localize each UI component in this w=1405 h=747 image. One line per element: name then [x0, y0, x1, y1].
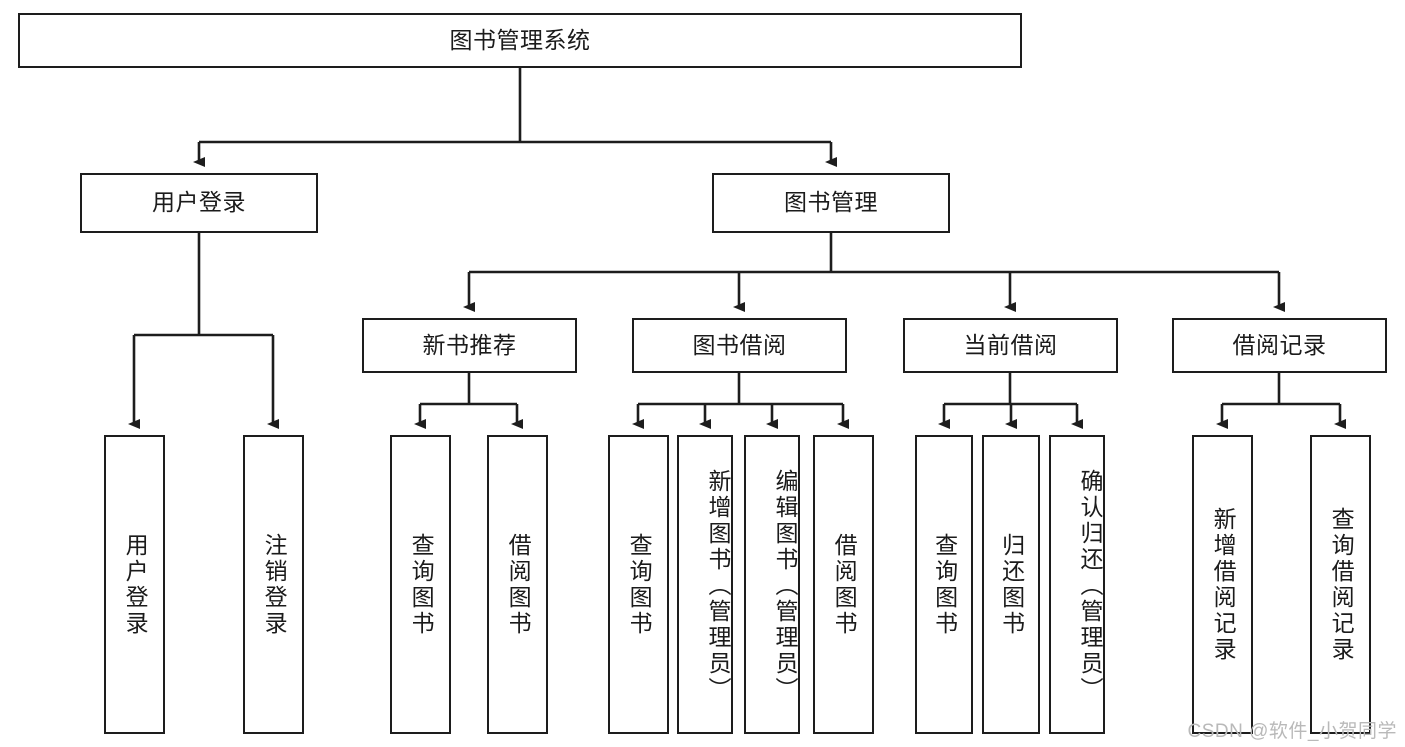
node-leaf-borrow-book-2[interactable]: 借阅图书 [813, 435, 874, 734]
node-leaf-query-book-1-label: 查询图书 [408, 532, 435, 637]
node-leaf-user-login-label: 用户登录 [122, 532, 149, 637]
node-book-borrow-label: 图书借阅 [692, 331, 787, 358]
node-book-borrow[interactable]: 图书借阅 [632, 318, 847, 373]
node-leaf-logout-label: 注销登录 [261, 532, 288, 637]
node-current-borrow[interactable]: 当前借阅 [903, 318, 1118, 373]
node-leaf-query-record[interactable]: 查询借阅记录 [1310, 435, 1371, 734]
node-current-borrow-label: 当前借阅 [963, 331, 1058, 358]
node-leaf-query-book-2[interactable]: 查询图书 [608, 435, 669, 734]
node-leaf-query-record-label: 查询借阅记录 [1328, 506, 1355, 663]
node-leaf-add-record-label: 新增借阅记录 [1210, 506, 1237, 663]
node-leaf-confirm-return[interactable]: 确认归还（管理员） [1049, 435, 1105, 734]
watermark-text: CSDN @软件_小贺同学 [1187, 721, 1397, 742]
node-leaf-query-book-1[interactable]: 查询图书 [390, 435, 451, 734]
node-user-login[interactable]: 用户登录 [80, 173, 318, 233]
node-leaf-borrow-book-1[interactable]: 借阅图书 [487, 435, 548, 734]
node-leaf-user-login[interactable]: 用户登录 [104, 435, 165, 734]
node-leaf-query-book-2-label: 查询图书 [626, 532, 653, 637]
node-user-login-label: 用户登录 [152, 189, 246, 216]
node-leaf-add-book-label: 新增图书（管理员） [705, 468, 731, 703]
node-root-label: 图书管理系统 [449, 26, 591, 53]
node-new-book-rec-label: 新书推荐 [422, 331, 517, 358]
node-borrow-record[interactable]: 借阅记录 [1172, 318, 1387, 373]
node-leaf-confirm-return-label: 确认归还（管理员） [1077, 468, 1103, 703]
node-leaf-return-book[interactable]: 归还图书 [982, 435, 1040, 734]
node-leaf-add-book[interactable]: 新增图书（管理员） [677, 435, 733, 734]
node-leaf-logout[interactable]: 注销登录 [243, 435, 304, 734]
node-leaf-query-book-3[interactable]: 查询图书 [915, 435, 973, 734]
node-leaf-query-book-3-label: 查询图书 [931, 532, 958, 637]
node-leaf-return-book-label: 归还图书 [998, 532, 1025, 637]
node-leaf-add-record[interactable]: 新增借阅记录 [1192, 435, 1253, 734]
node-leaf-borrow-book-1-label: 借阅图书 [505, 532, 532, 637]
node-book-manage[interactable]: 图书管理 [712, 173, 950, 233]
node-leaf-borrow-book-2-label: 借阅图书 [831, 532, 858, 637]
node-book-manage-label: 图书管理 [784, 189, 878, 216]
node-new-book-rec[interactable]: 新书推荐 [362, 318, 577, 373]
node-leaf-edit-book-label: 编辑图书（管理员） [772, 468, 798, 703]
node-borrow-record-label: 借阅记录 [1232, 331, 1327, 358]
node-root-system[interactable]: 图书管理系统 [18, 13, 1022, 68]
node-leaf-edit-book[interactable]: 编辑图书（管理员） [744, 435, 800, 734]
